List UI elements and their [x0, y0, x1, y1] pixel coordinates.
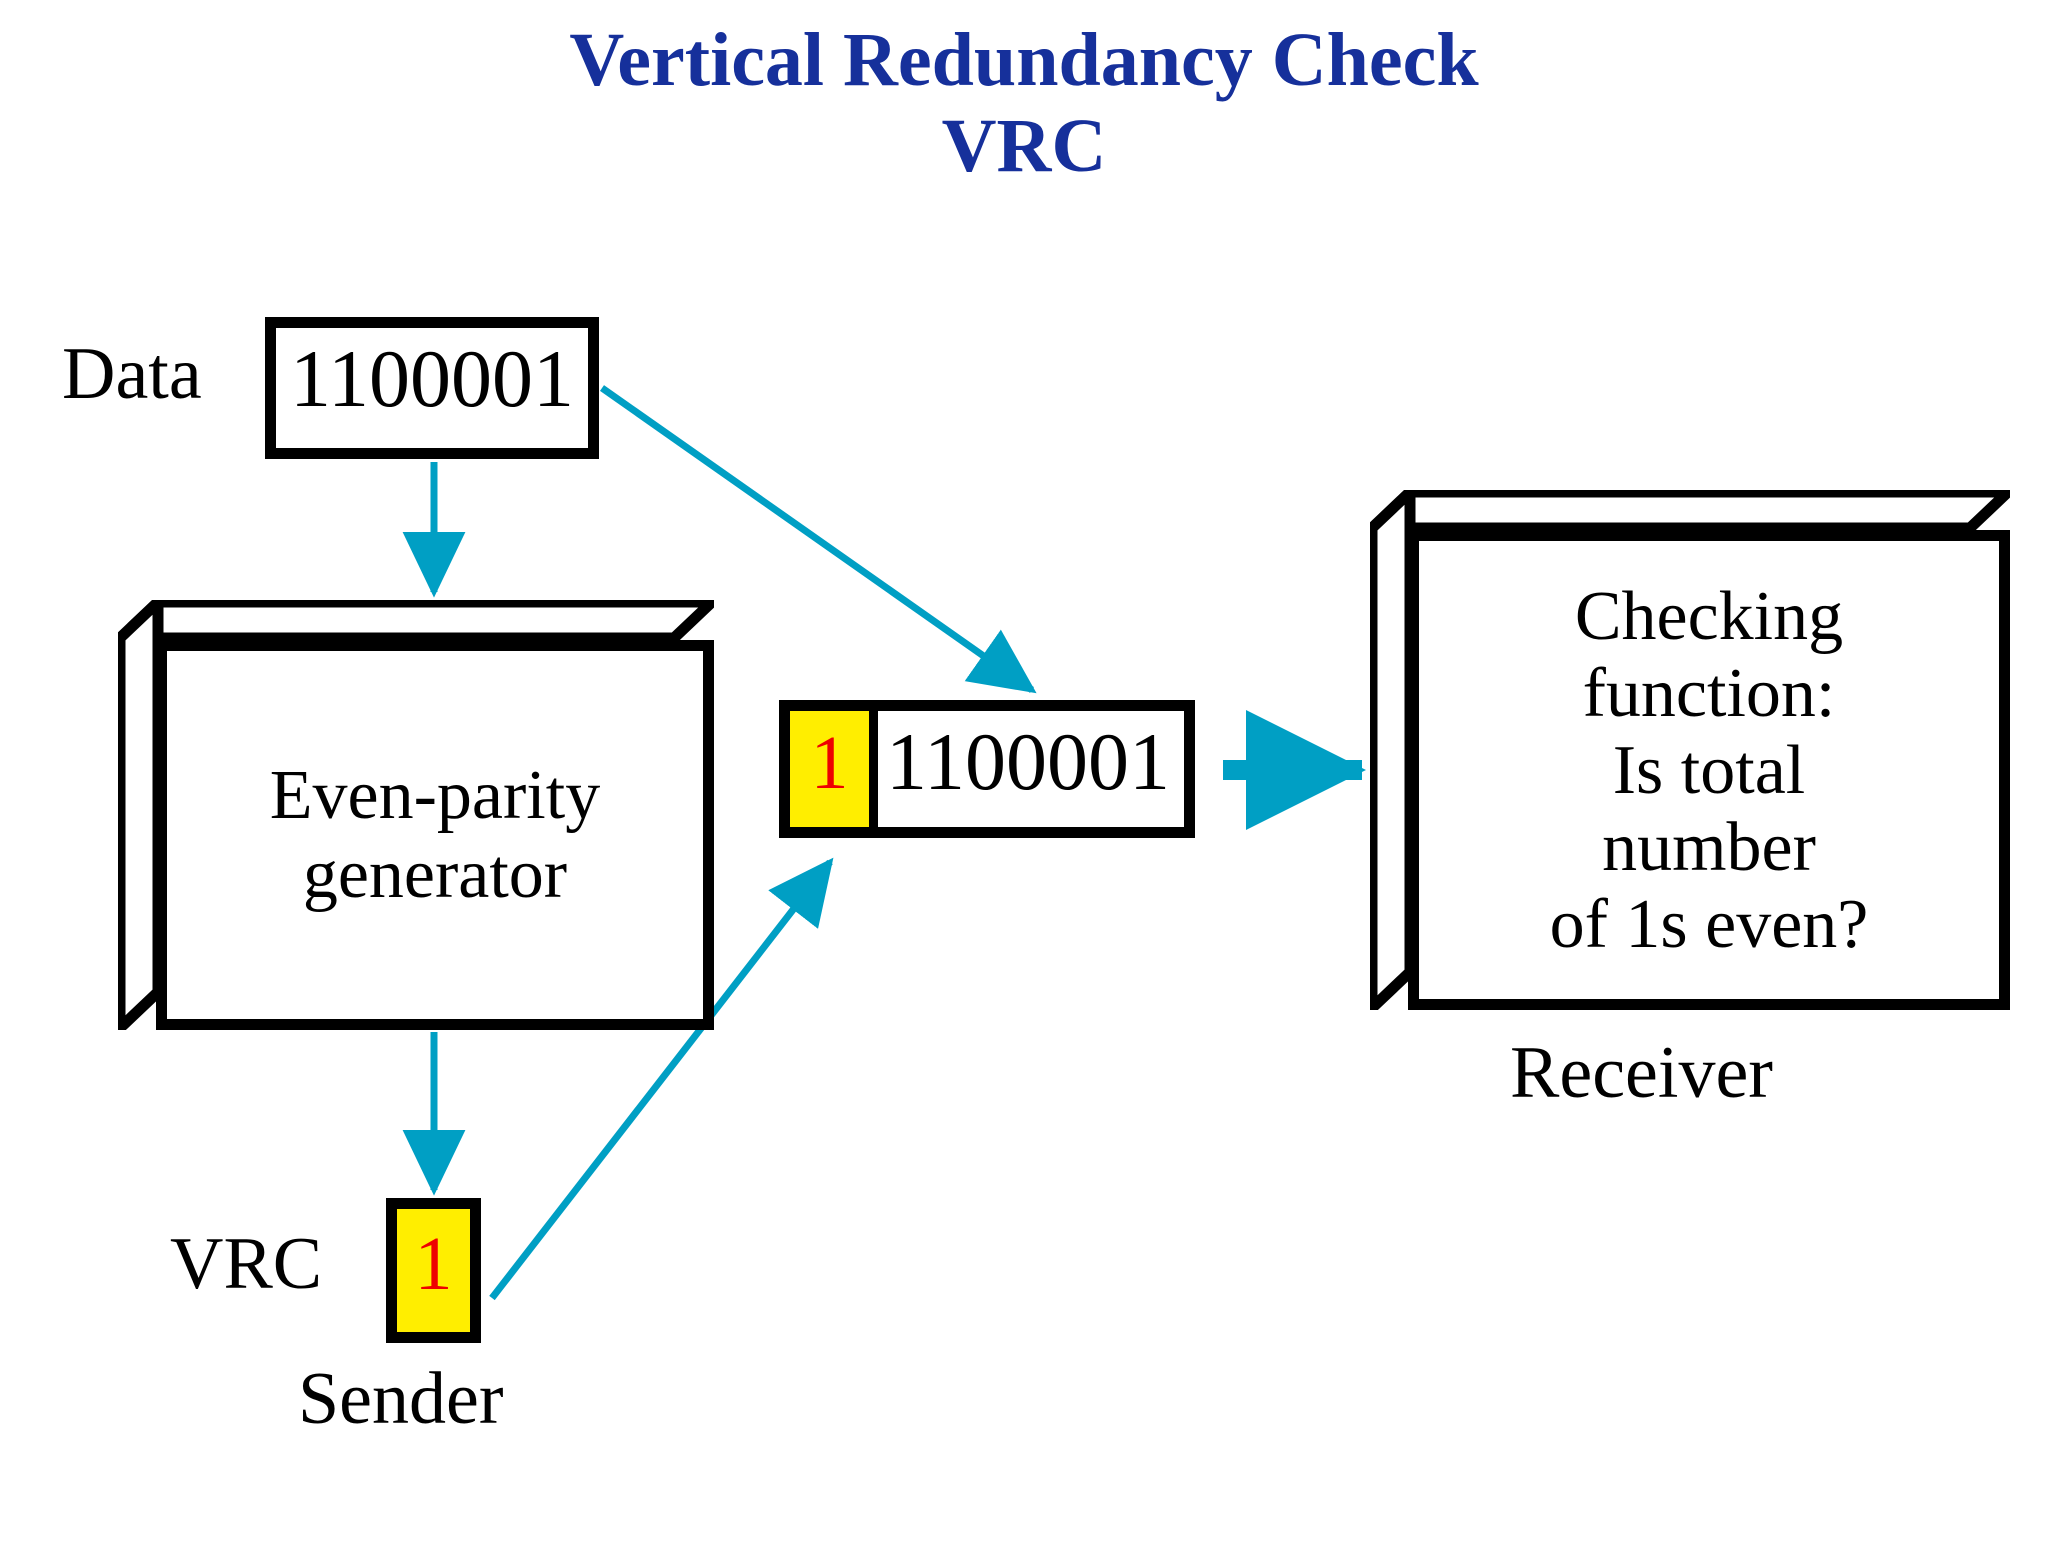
packet-frame: 1 1100001: [779, 700, 1195, 838]
arrow-data-to-packet: [599, 385, 1037, 694]
title-line-1: Vertical Redundancy Check: [569, 18, 1479, 102]
data-box-bits: 1100001: [290, 333, 574, 424]
title-line-2: VRC: [941, 103, 1107, 188]
receiver-line-3: Is total: [1612, 731, 1806, 809]
receiver-line-4: number: [1602, 808, 1816, 886]
data-label: Data: [62, 333, 202, 415]
receiver-box-3d-shell: [1370, 490, 2010, 1010]
packet-data-cell: 1100001: [878, 711, 1184, 827]
generator-box-text: Even-parity generator: [270, 756, 600, 914]
generator-line-1: Even-parity: [269, 756, 601, 834]
data-box: 1100001: [265, 317, 599, 459]
receiver-line-1: Checking: [1574, 577, 1844, 655]
receiver-label: Receiver: [1510, 1032, 1773, 1114]
receiver-line-5: of 1s even?: [1549, 885, 1869, 963]
packet-parity-cell: 1: [790, 711, 878, 827]
packet-data-bits: 1100001: [886, 716, 1170, 807]
packet-parity-bit: 1: [810, 720, 849, 805]
receiver-box-front-face: Checking function: Is total number of 1s…: [1408, 530, 2010, 1010]
receiver-checking-box: Checking function: Is total number of 1s…: [1370, 490, 2010, 1010]
sender-label: Sender: [298, 1358, 504, 1440]
generator-box-front-face: Even-parity generator: [156, 640, 714, 1030]
vrc-bit-value: 1: [414, 1222, 453, 1306]
vrc-label: VRC: [170, 1223, 323, 1305]
receiver-line-2: function:: [1582, 654, 1836, 732]
receiver-box-text: Checking function: Is total number of 1s…: [1550, 578, 1869, 963]
vrc-bit-box: 1: [386, 1198, 481, 1343]
arrow-vrc-to-packet: [489, 857, 834, 1301]
even-parity-generator-box: Even-parity generator: [118, 600, 714, 1030]
page-title: Vertical Redundancy Check VRC: [0, 18, 2048, 190]
generator-line-2: generator: [302, 836, 568, 913]
